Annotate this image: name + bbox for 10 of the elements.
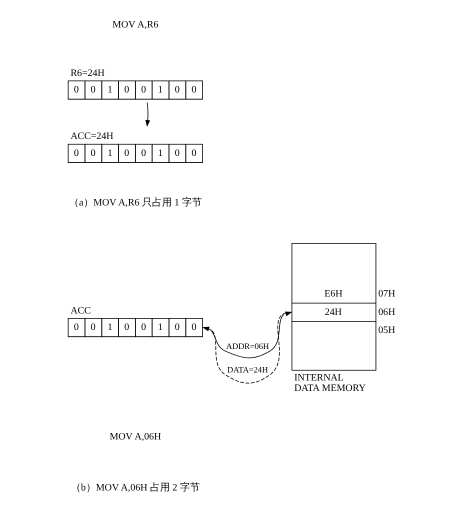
label: MOV A,06H: [109, 431, 161, 442]
edge-label: DATA=24H: [226, 365, 268, 374]
node-label: ACC: [70, 305, 90, 316]
label: MOV A,R6: [112, 20, 158, 31]
node-text: E6H 07H 24H 06H 05H INTERNAL DATA MEMORY: [294, 288, 395, 394]
edge-label: ADDR=06H: [226, 342, 269, 351]
label: （a）MOV A,R6 只占用 1 字节: [68, 198, 202, 209]
label: （b）MOV A,06H 占用 2 字节: [70, 482, 200, 494]
node-label: ACC=24H: [70, 131, 113, 142]
node-label: R6=24H: [70, 68, 104, 79]
